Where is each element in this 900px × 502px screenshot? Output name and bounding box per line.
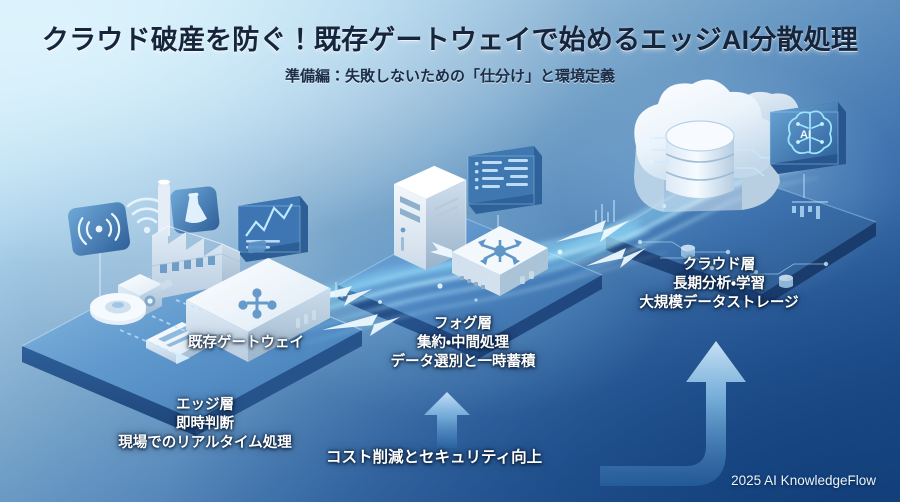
fog-label-line2: 集約・中間処理 <box>417 335 509 352</box>
page-subtitle: 準備編：失敗しないための「仕分け」と環境定義 <box>284 68 615 85</box>
data-list-panel-icon <box>467 146 542 214</box>
edge-label-line2: 即時判断 <box>176 416 234 433</box>
page-title: クラウド破産を防ぐ！既存ゲートウェイで始めるエッジAI分散処理 <box>41 25 859 55</box>
chart-monitor-icon <box>237 196 308 262</box>
mini-database-icon <box>681 244 695 258</box>
cloud-label-line2: 長期分析・学習 <box>673 276 765 293</box>
benefit-label: コスト削減とセキュリティ向上 <box>326 448 542 468</box>
cloud-label-line3: 大規模データストレージ <box>639 295 799 312</box>
sensor-probe-icon <box>170 186 220 234</box>
gateway-label: 既存ゲートウェイ <box>188 334 304 353</box>
server-tower-icon <box>394 165 467 270</box>
ai-label: AI <box>800 129 811 141</box>
edge-layer-label: エッジ層 即時判断 現場でのリアルタイム処理 <box>95 396 315 453</box>
cloud-label-line1: クラウド層 <box>682 257 756 273</box>
wireless-signal-icon <box>67 202 131 256</box>
mini-database-icon-2 <box>779 274 793 288</box>
edge-label-line3: 現場でのリアルタイム処理 <box>118 435 292 452</box>
benefit-label-text: コスト削減とセキュリティ向上 <box>326 449 543 466</box>
fog-label-line1: フォグ層 <box>434 316 492 332</box>
edge-label-line1: エッジ層 <box>176 397 234 413</box>
gateway-appliance-icon <box>186 240 330 362</box>
database-cylinder-icon <box>665 120 735 198</box>
benefit-corner-arrow-icon <box>600 341 746 486</box>
fog-label-line3: データ選別と一時蓄積 <box>390 354 536 371</box>
header: クラウド破産を防ぐ！既存ゲートウェイで始めるエッジAI分散処理 準備編：失敗しな… <box>0 0 900 90</box>
network-switch-icon <box>452 226 548 296</box>
data-stream-arrow-icon <box>430 242 452 258</box>
cloud-layer-label: クラウド層 長期分析・学習 大規模データストレージ <box>604 256 834 313</box>
round-sensor-disc-icon <box>90 293 146 325</box>
fog-layer-label: フォグ層 集約・中間処理 データ選別と一時蓄積 <box>368 315 558 372</box>
benefit-up-arrow-icon <box>424 392 470 448</box>
watermark: 2025 AI KnowledgeFlow <box>731 473 876 488</box>
gateway-label-text: 既存ゲートウェイ <box>188 335 304 351</box>
ai-brain-panel-icon: AI <box>769 102 846 174</box>
